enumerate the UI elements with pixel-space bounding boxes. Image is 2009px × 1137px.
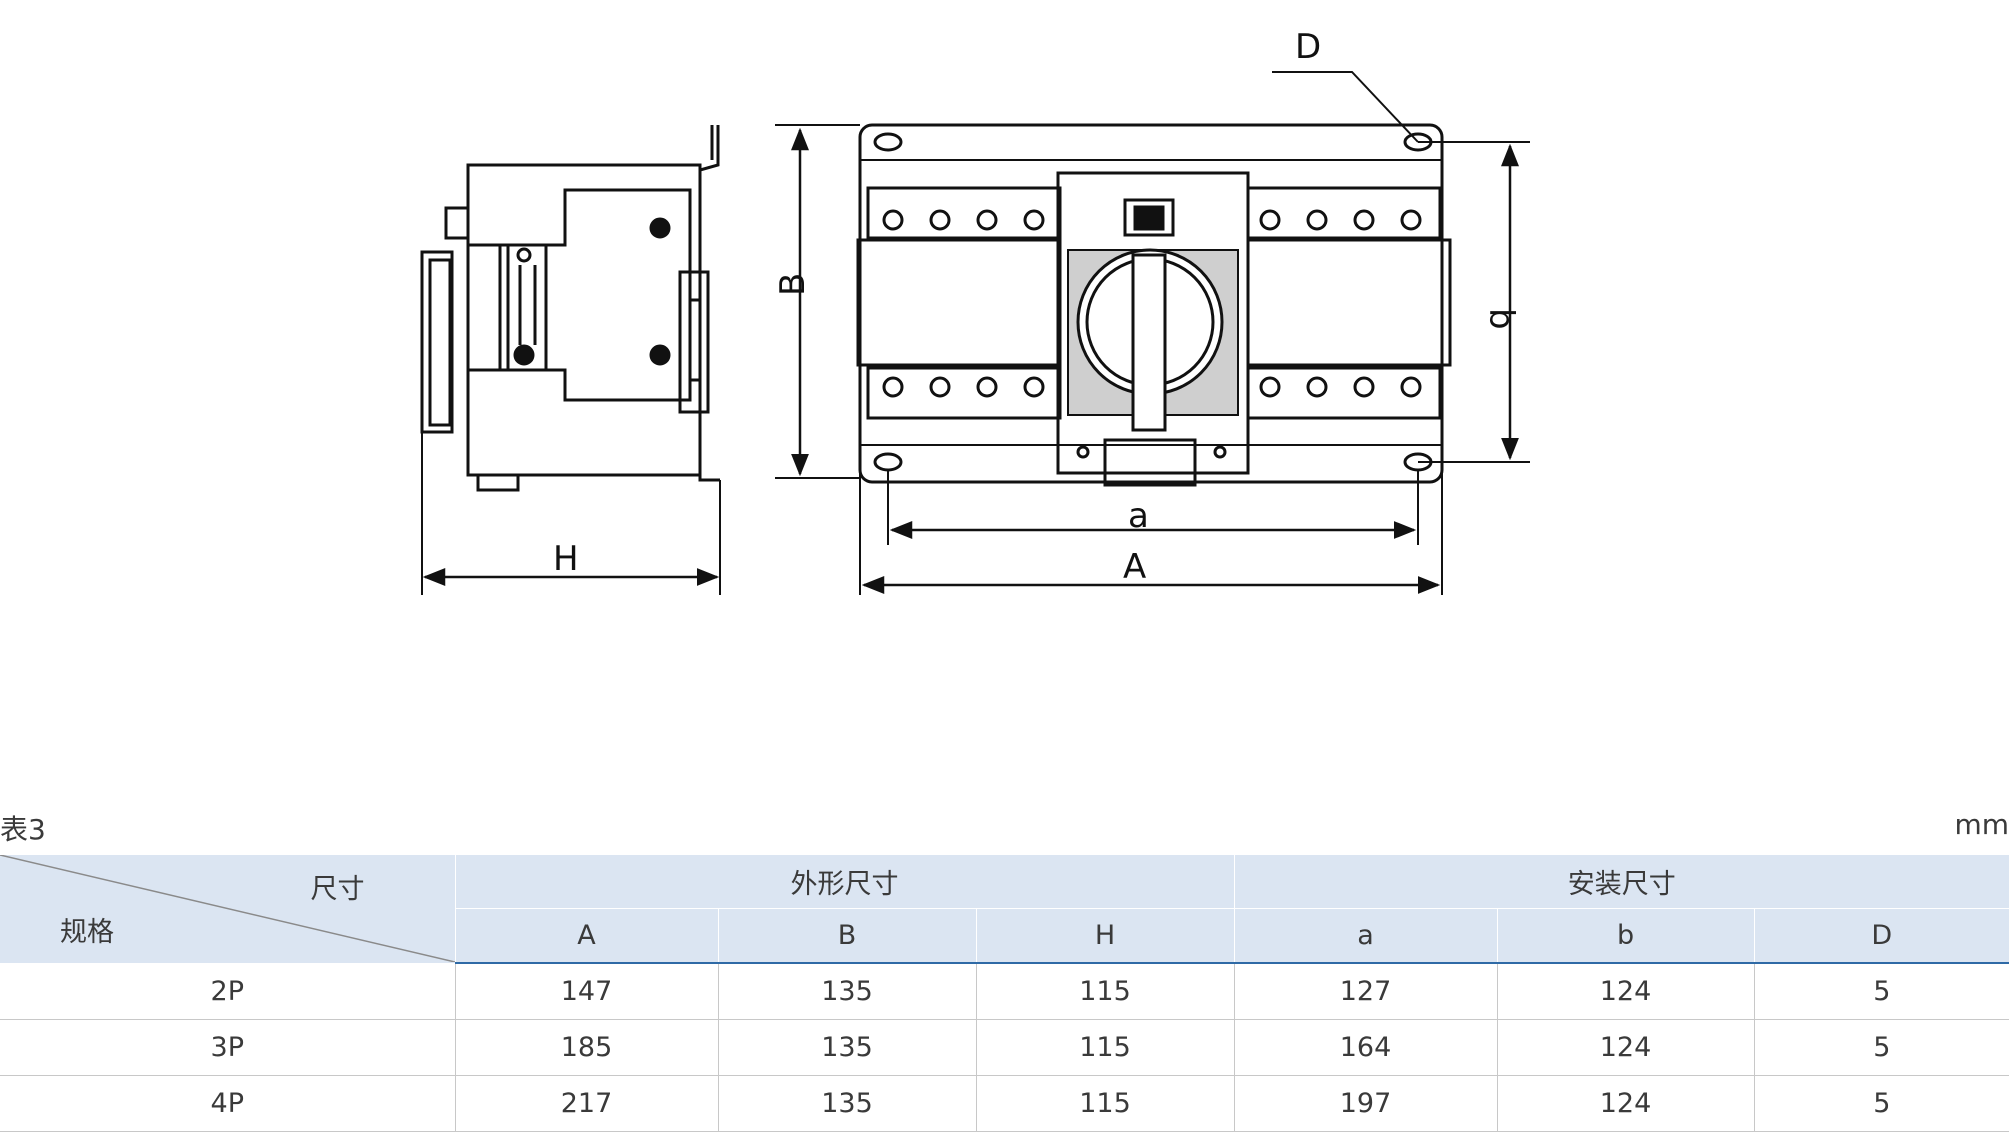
table-cell: 115 xyxy=(976,1019,1235,1076)
group-header-outer: 外形尺寸 xyxy=(455,855,1235,909)
column-header: A xyxy=(455,908,719,964)
table-cell: 185 xyxy=(455,1019,719,1076)
corner-label-size: 尺寸 xyxy=(310,874,365,905)
spec-cell: 2P xyxy=(0,963,456,1020)
table-header-row: 尺寸 规格 外形尺寸 安装尺寸 xyxy=(0,855,2009,963)
table-cell: 197 xyxy=(1234,1075,1498,1132)
table-cell: 5 xyxy=(1754,1019,2009,1076)
group-header-install: 安装尺寸 xyxy=(1234,855,2009,909)
table-row: 4P 217 135 115 197 124 5 xyxy=(0,1075,2009,1132)
table-cell: 5 xyxy=(1754,963,2009,1020)
table-cell: 115 xyxy=(976,963,1235,1020)
table-cell: 164 xyxy=(1234,1019,1498,1076)
column-header: H xyxy=(976,908,1235,964)
table-cell: 124 xyxy=(1497,1075,1755,1132)
table-cell: 135 xyxy=(718,1075,977,1132)
spec-cell: 4P xyxy=(0,1075,456,1132)
label-H: H xyxy=(553,539,579,579)
dimension-table: 尺寸 规格 外形尺寸 安装尺寸 A B H a b D 2P 147 135 1… xyxy=(0,855,2009,1132)
table-cell: 135 xyxy=(718,963,977,1020)
column-header: b xyxy=(1497,908,1755,964)
column-header: a xyxy=(1234,908,1498,964)
table-cell: 135 xyxy=(718,1019,977,1076)
table-cell: 127 xyxy=(1234,963,1498,1020)
table-row: 3P 185 135 115 164 124 5 xyxy=(0,1019,2009,1076)
technical-drawing: D B b H a A xyxy=(420,27,1530,595)
table-row: 2P 147 135 115 127 124 5 xyxy=(0,963,2009,1020)
table-cell: 124 xyxy=(1497,1019,1755,1076)
side-view xyxy=(420,125,721,595)
table-unit: mm xyxy=(1954,808,2009,841)
table-cell: 147 xyxy=(455,963,719,1020)
column-header: D xyxy=(1754,908,2009,964)
table-caption: 表3 xyxy=(0,813,46,846)
table-cell: 5 xyxy=(1754,1075,2009,1132)
front-view xyxy=(775,71,1530,595)
table-cell: 217 xyxy=(455,1075,719,1132)
table-cell: 115 xyxy=(976,1075,1235,1132)
label-B: B xyxy=(773,273,813,296)
table-cell: 124 xyxy=(1497,963,1755,1020)
label-a: a xyxy=(1128,496,1149,536)
column-header: B xyxy=(718,908,977,964)
label-D: D xyxy=(1295,27,1321,67)
corner-label-spec: 规格 xyxy=(60,917,114,948)
table-subheader-row: A B H a b D xyxy=(0,908,2009,964)
corner-diagonal xyxy=(0,855,455,962)
label-A: A xyxy=(1123,547,1146,587)
table-corner-cell: 尺寸 规格 xyxy=(0,855,456,963)
label-b: b xyxy=(1481,308,1521,330)
spec-cell: 3P xyxy=(0,1019,456,1076)
